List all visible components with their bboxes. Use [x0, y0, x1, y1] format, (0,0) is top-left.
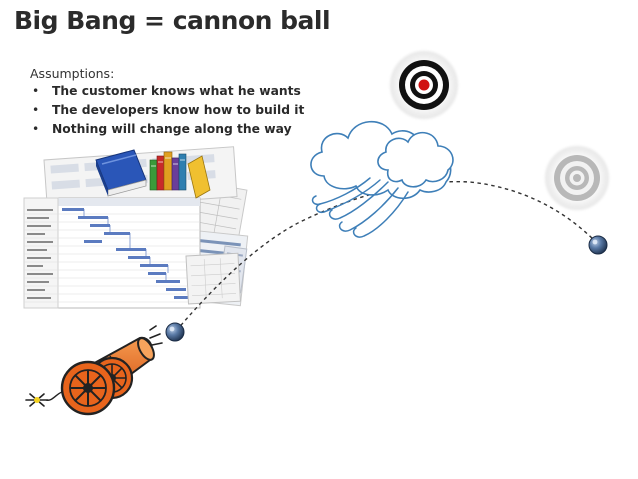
cloud-icon — [311, 122, 453, 199]
target-icon — [390, 51, 458, 119]
target-icon — [545, 146, 609, 210]
fuse-spark-icon — [26, 392, 62, 406]
cannonball-icon — [166, 323, 184, 341]
cannonball-icon — [589, 236, 607, 254]
cannon-icon — [62, 326, 162, 414]
